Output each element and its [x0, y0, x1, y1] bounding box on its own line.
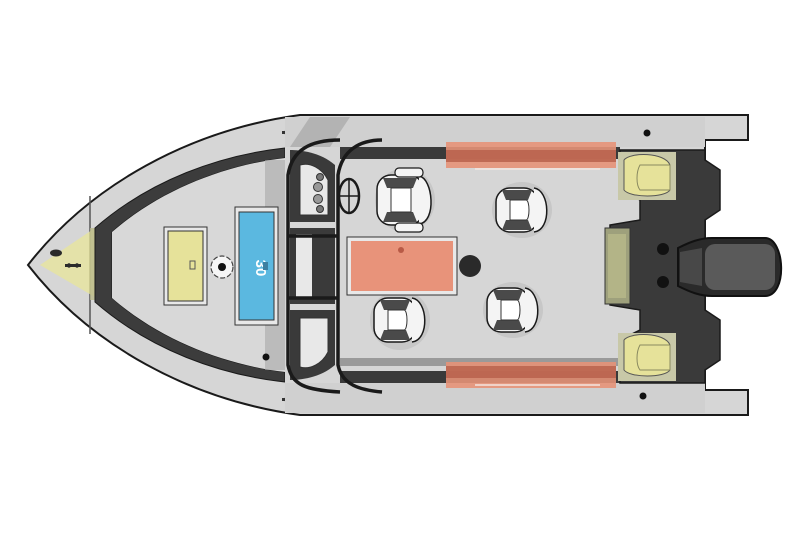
center-storage-compartment[interactable] — [346, 236, 458, 296]
rear-seat-starboard[interactable] — [483, 282, 543, 338]
passenger-seat[interactable] — [370, 290, 430, 350]
transom-compartment[interactable] — [604, 227, 631, 305]
drain-hole — [639, 392, 647, 400]
outboard-motor — [677, 237, 783, 297]
gauge-cluster-icon — [313, 173, 324, 213]
drain-hole — [262, 353, 270, 361]
rod-locker-port[interactable] — [446, 142, 616, 170]
rear-jump-seat-starboard[interactable] — [618, 333, 676, 381]
pedestal-base — [459, 255, 481, 277]
transom — [609, 149, 721, 384]
driver-seat[interactable] — [375, 167, 435, 233]
rear-seat-port[interactable] — [492, 182, 552, 238]
trolling-motor-mount-icon — [210, 255, 234, 279]
bow-storage-hatch[interactable] — [163, 226, 208, 306]
motor-well-hole — [657, 243, 669, 255]
bow-cleat-icon — [50, 249, 81, 268]
helm-console — [290, 150, 335, 380]
rear-jump-seat-port[interactable] — [618, 152, 676, 200]
motor-well-hole — [657, 276, 669, 288]
rod-locker-starboard[interactable] — [446, 362, 616, 388]
steering-wheel-icon[interactable] — [337, 177, 361, 215]
bow-livewell[interactable]: 30 — [234, 206, 279, 326]
windshield-frame — [286, 138, 383, 394]
drain-hole — [643, 129, 651, 137]
